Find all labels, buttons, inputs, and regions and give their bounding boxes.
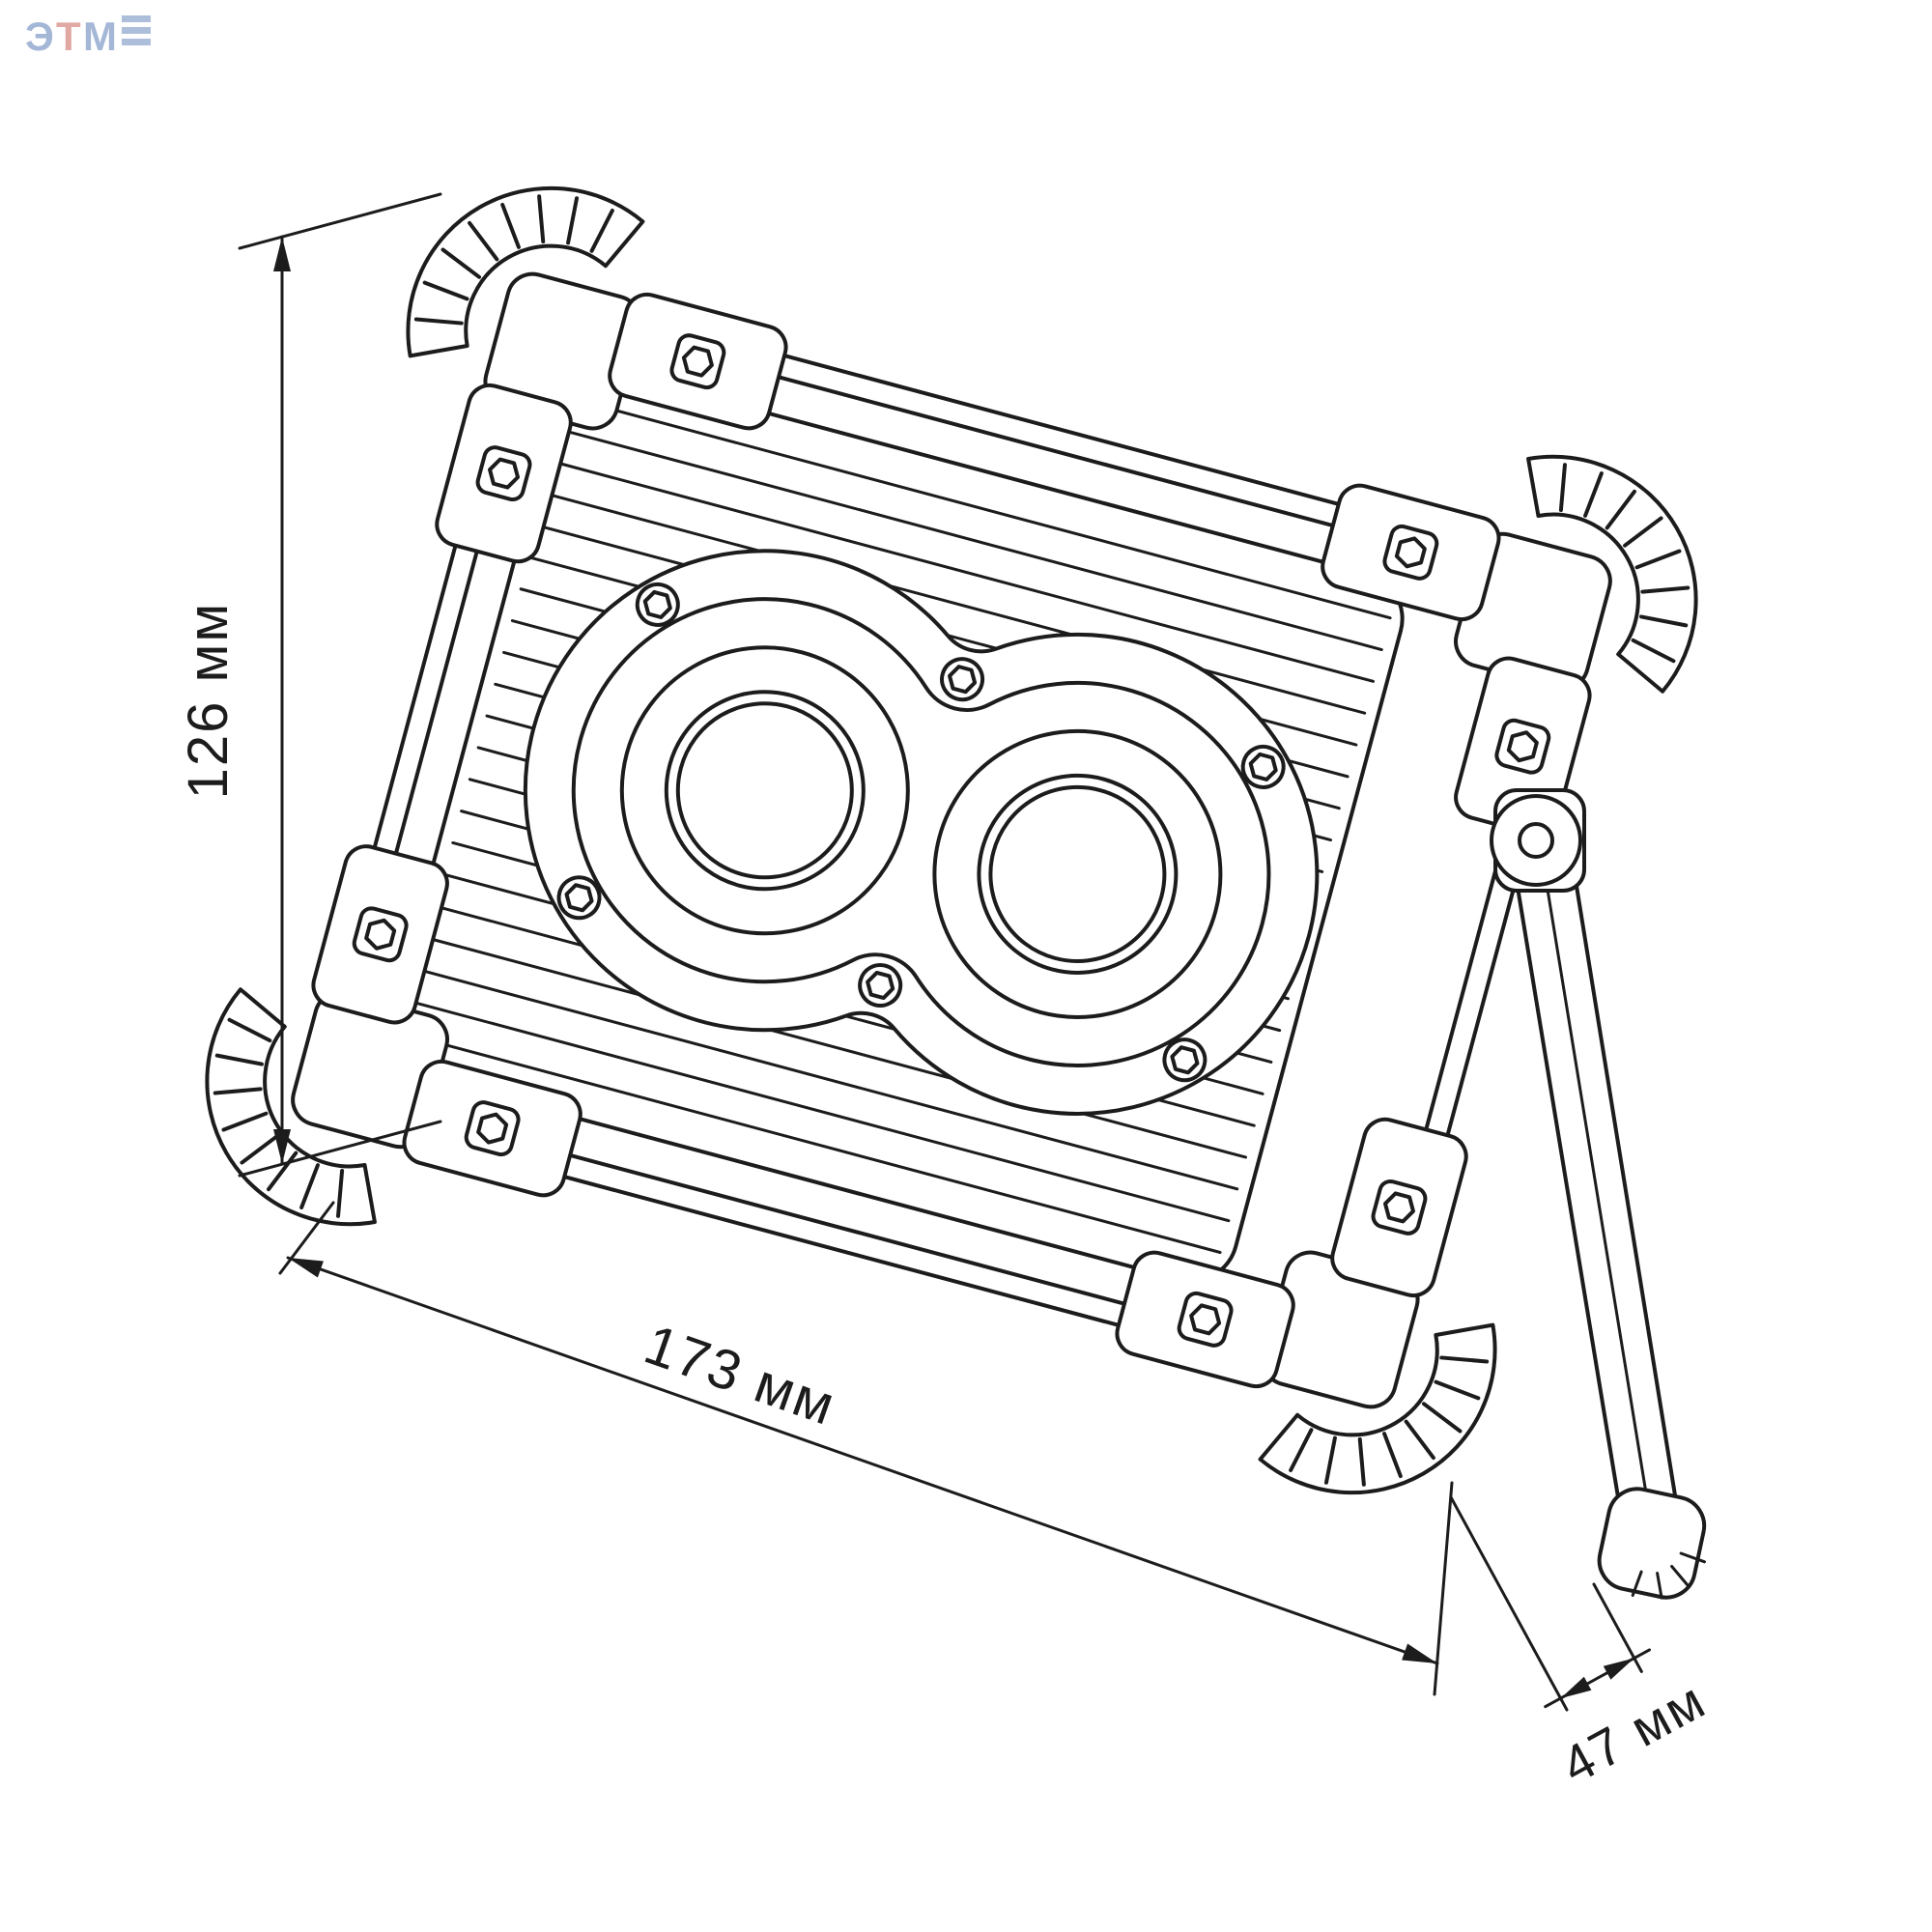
arrowhead-lower-left — [1560, 1676, 1592, 1699]
lens-bezel-inner-line — [571, 597, 1271, 1067]
watermark-letter-1: Э — [25, 14, 54, 59]
dimension-line — [286, 1256, 1439, 1665]
arrowhead-left — [288, 1258, 324, 1278]
lens-right — [932, 728, 1223, 1019]
extension-line — [238, 192, 442, 250]
stand-foot-ribs — [1631, 1551, 1706, 1600]
height-dimension-label: 126 мм — [177, 602, 240, 800]
extension-line — [1449, 1495, 1569, 1712]
watermark-bars — [122, 15, 151, 45]
extension-line — [238, 1120, 442, 1178]
extension-line — [1433, 1481, 1454, 1696]
arrowhead-right — [1402, 1643, 1437, 1663]
stand-pivot-hole — [1518, 822, 1554, 859]
arrowhead-upper-right — [1603, 1658, 1634, 1680]
lens-left — [619, 645, 910, 936]
stand-foot — [1597, 1487, 1707, 1600]
stand-arm-inner-line — [1541, 858, 1650, 1507]
watermark-letter-2: Т — [56, 14, 81, 59]
work-light — [175, 156, 1728, 1600]
dimension-height: 126 мм — [177, 192, 442, 1178]
stand — [1490, 788, 1707, 1600]
arrowhead-up — [273, 237, 291, 271]
stand-pivot-boss — [1490, 794, 1582, 887]
extension-line — [278, 1201, 335, 1275]
light-body — [175, 156, 1728, 1525]
arrowhead-down — [273, 1129, 291, 1164]
watermark-letter-3: М — [83, 14, 117, 59]
body-frame-inner-line — [342, 323, 1561, 1358]
watermark-logo: Э Т М — [25, 14, 151, 59]
